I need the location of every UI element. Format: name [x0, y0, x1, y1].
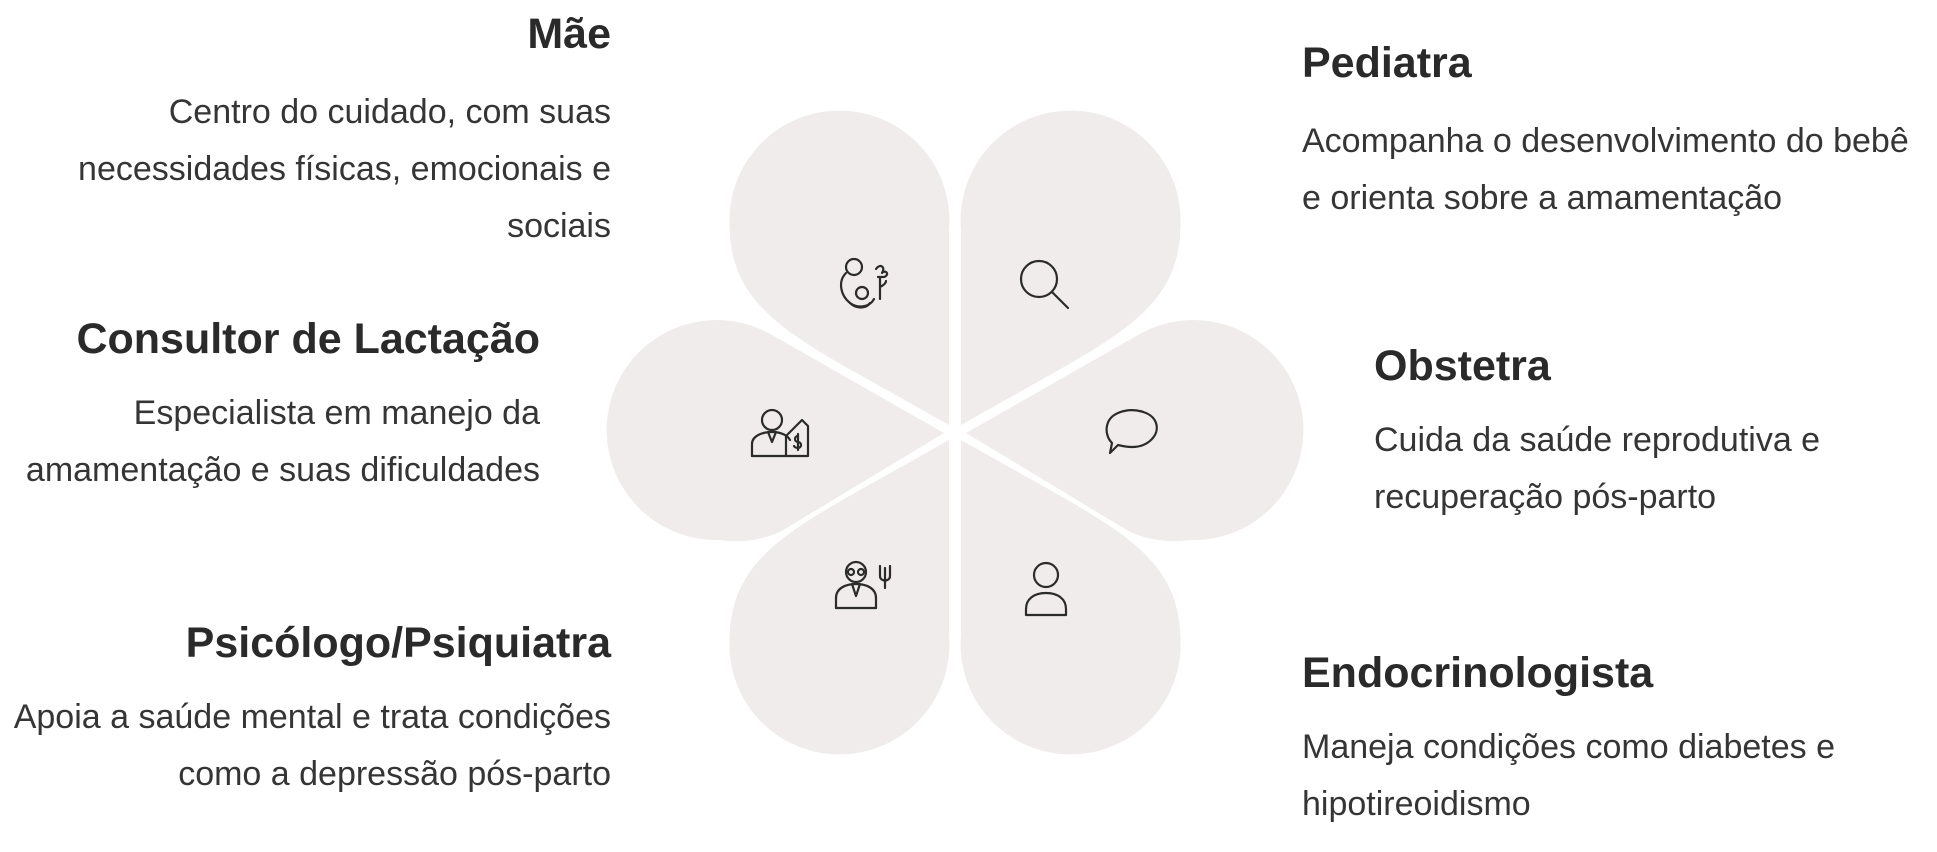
node-title: Endocrinologista [1302, 649, 1654, 697]
node-description: Acompanha o desenvolvimento do bebê e or… [1302, 122, 1909, 217]
petal-consultor [606, 320, 944, 542]
mother-baby-icon [840, 257, 889, 309]
petal-obstetra [966, 320, 1304, 542]
node-obstetra: Obstetra Cuida da saúde reprodutiva e re… [1374, 340, 1914, 526]
node-title: Consultor de Lactação [76, 315, 540, 363]
petal-mae [729, 110, 950, 425]
speech-bubble-icon [1105, 409, 1158, 455]
node-mae: Mãe Centro do cuidado, com suas necessid… [0, 8, 611, 255]
node-title: Obstetra [1374, 342, 1551, 390]
node-title: Psicólogo/Psiquiatra [185, 619, 611, 667]
node-description: Especialista em manejo da amamentação e … [25, 394, 540, 489]
node-description: Maneja condições como diabetes e hipotir… [1302, 728, 1835, 823]
node-description: Centro do cuidado, com suas necessidades… [78, 93, 611, 245]
petal-endocrinologista [960, 440, 1181, 755]
node-title: Mãe [527, 10, 611, 58]
node-title: Pediatra [1302, 39, 1472, 87]
node-consultor: Consultor de Lactação Especialista em ma… [0, 313, 540, 499]
person-icon [1024, 561, 1068, 617]
node-psicologo: Psicólogo/Psiquiatra Apoia a saúde menta… [0, 617, 611, 803]
consultant-icon [750, 408, 810, 458]
petal-pediatra [960, 110, 1181, 426]
node-description: Apoia a saúde mental e trata condições c… [13, 698, 611, 793]
petals [606, 110, 1304, 755]
node-endocrinologista: Endocrinologista Maneja condições como d… [1302, 647, 1932, 833]
petal-psicologo [729, 440, 950, 755]
psychologist-icon [834, 560, 892, 610]
magnifier-icon [1019, 259, 1070, 310]
node-pediatra: Pediatra Acompanha o desenvolvimento do … [1302, 37, 1932, 227]
node-description: Cuida da saúde reprodutiva e recuperação… [1374, 421, 1821, 516]
